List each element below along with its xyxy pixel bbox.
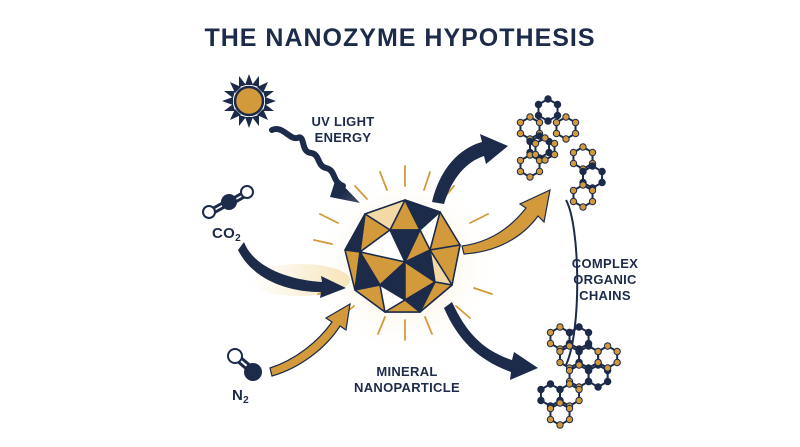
n2-base: N xyxy=(232,387,244,404)
co2-base: CO xyxy=(212,225,236,242)
mineral-nanoparticle-label: MINERAL NANOPARTICLE xyxy=(342,364,472,396)
organic-chain-icon xyxy=(569,181,597,211)
organic-chain-icon xyxy=(534,95,562,125)
nanoparticle-icon xyxy=(344,199,461,313)
co2-arrow xyxy=(238,242,346,298)
organic-chain-icon xyxy=(531,134,559,164)
mineral-line2: NANOPARTICLE xyxy=(354,380,460,395)
n2-subscript: 2 xyxy=(243,395,250,406)
co2-subscript: 2 xyxy=(235,233,241,244)
co2-molecule-icon xyxy=(202,185,254,219)
output-arrow-middle xyxy=(461,188,551,255)
chains-line2: ORGANIC xyxy=(573,272,637,287)
uv-light-line1: UV LIGHT xyxy=(311,114,375,129)
organic-chain-icon xyxy=(546,399,574,429)
chains-bracket xyxy=(565,199,579,366)
page-title: THE NANOZYME HYPOTHESIS xyxy=(204,24,596,52)
n2-arrow xyxy=(269,302,351,377)
organic-chain-icon xyxy=(594,342,621,372)
co2-label: CO2 xyxy=(212,226,241,247)
organic-chain-icon xyxy=(552,113,580,143)
uv-light-label: UV LIGHT ENERGY xyxy=(288,114,398,146)
output-arrow-upper xyxy=(432,134,508,204)
complex-organic-chains-label: COMPLEX ORGANIC CHAINS xyxy=(560,256,650,304)
chains-line1: COMPLEX xyxy=(571,256,639,271)
uv-light-line2: ENERGY xyxy=(314,130,372,145)
output-arrow-lower xyxy=(444,302,538,380)
chains-line3: CHAINS xyxy=(579,288,631,303)
mineral-line1: MINERAL xyxy=(376,364,438,379)
organic-chain-icon xyxy=(516,151,544,181)
sun-icon xyxy=(222,74,276,128)
n2-label: N2 xyxy=(232,388,249,409)
n2-molecule-icon xyxy=(227,348,262,381)
